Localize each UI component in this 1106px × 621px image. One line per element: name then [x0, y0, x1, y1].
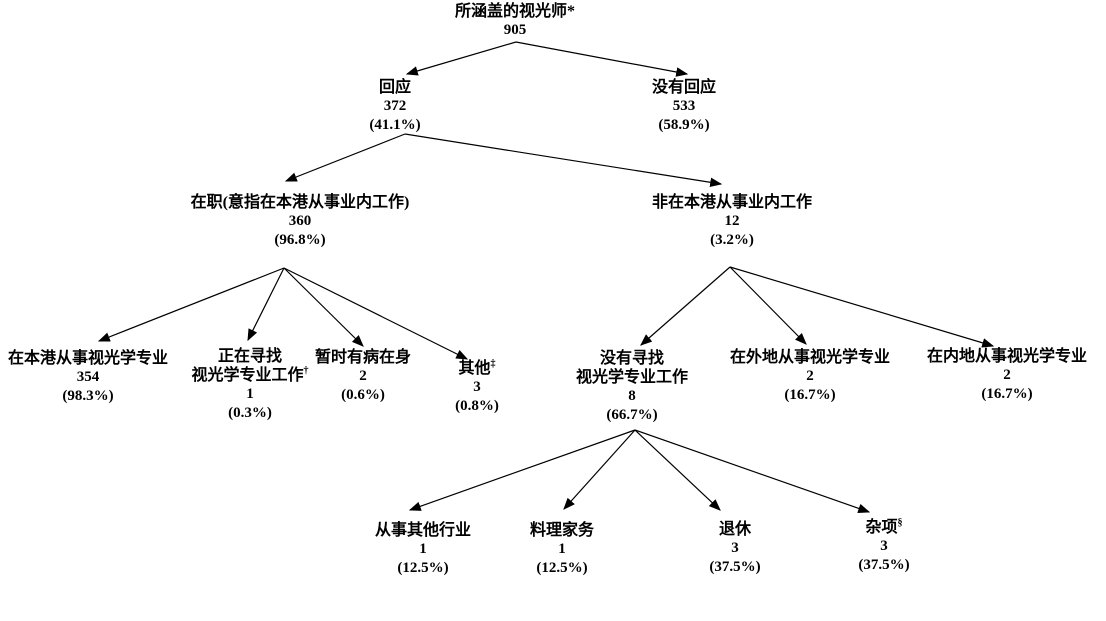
arrow-notseeking-to-other-industry: [408, 429, 636, 511]
node-housework-pct: (12.5%): [536, 560, 588, 576]
arrow-working-to-seeking: [247, 267, 285, 342]
arrow-notseeking-to-housework: [563, 429, 636, 510]
node-seeking-pct: (0.3%): [228, 405, 272, 421]
node-practising-hk-label: 在本港从事视光学专业: [7, 350, 168, 367]
node-others: 其他‡ 3 (0.8%): [427, 359, 527, 416]
arrow-working-to-sick: [283, 267, 364, 347]
node-housework-label: 料理家务: [529, 522, 594, 539]
node-no-response-label: 没有回应: [651, 79, 716, 96]
node-retired-count: 3: [731, 540, 739, 556]
node-working-label: 在职(意指在本港从事业内工作): [190, 194, 410, 211]
arrow-notseeking-to-retired: [634, 429, 721, 511]
arrow-working-to-practising-hk: [97, 267, 285, 342]
arrow-working-to-others: [283, 267, 469, 360]
node-sick-count: 2: [359, 368, 367, 384]
node-responded-pct: (41.1%): [369, 117, 421, 133]
section-symbol: §: [897, 517, 903, 529]
node-working: 在职(意指在本港从事业内工作) 360 (96.8%): [150, 193, 450, 250]
node-not-working-hk: 非在本港从事业内工作 12 (3.2%): [622, 193, 842, 250]
node-sick: 暂时有病在身 2 (0.6%): [298, 348, 428, 405]
node-no-response: 没有回应 533 (58.9%): [624, 78, 744, 135]
node-housework-count: 1: [558, 541, 566, 557]
node-retired-label: 退休: [718, 521, 751, 538]
arrow-responded-to-not-working: [404, 133, 723, 188]
arrow-notworking-to-not-seeking: [640, 266, 731, 346]
double-dagger-symbol: ‡: [490, 358, 496, 370]
node-total-count: 905: [503, 22, 527, 38]
node-working-count: 360: [288, 213, 312, 229]
node-seeking-label-line1: 正在寻找: [217, 348, 282, 365]
node-other-industry-count: 1: [419, 541, 427, 557]
node-not-working-hk-label: 非在本港从事业内工作: [651, 194, 812, 211]
node-practising-hk: 在本港从事视光学专业 354 (98.3%): [0, 349, 176, 406]
node-retired: 退休 3 (37.5%): [685, 520, 785, 577]
dagger-symbol: †: [303, 365, 309, 377]
node-other-industry-pct: (12.5%): [397, 560, 449, 576]
node-overseas: 在外地从事视光学专业 2 (16.7%): [720, 348, 900, 405]
node-sick-label: 暂时有病在身: [314, 349, 411, 366]
node-no-response-pct: (58.9%): [658, 117, 710, 133]
arrow-notseeking-to-misc: [634, 429, 871, 513]
node-overseas-label: 在外地从事视光学专业: [729, 349, 890, 366]
node-mainland-count: 2: [1003, 367, 1011, 383]
node-total-label: 所涵盖的视光师*: [454, 3, 575, 20]
node-others-label: 其他‡: [458, 358, 496, 377]
node-not-seeking: 没有寻找 视光学专业工作 8 (66.7%): [557, 349, 707, 425]
arrow-notworking-to-mainland: [729, 266, 995, 348]
node-other-industry: 从事其他行业 1 (12.5%): [358, 521, 488, 578]
node-misc: 杂项§ 3 (37.5%): [834, 518, 934, 575]
node-practising-hk-count: 354: [76, 369, 100, 385]
node-mainland-pct: (16.7%): [981, 386, 1033, 402]
node-not-seeking-label-line1: 没有寻找: [599, 350, 664, 367]
node-not-seeking-count: 8: [628, 388, 636, 404]
node-others-count: 3: [473, 379, 481, 395]
node-misc-count: 3: [880, 538, 888, 554]
node-sick-pct: (0.6%): [341, 387, 385, 403]
arrow-total-to-no-response: [515, 41, 689, 77]
node-responded-count: 372: [383, 98, 407, 114]
node-overseas-count: 2: [806, 368, 814, 384]
arrow-total-to-responded: [405, 41, 517, 76]
node-responded-label: 回应: [378, 79, 411, 96]
node-mainland-label: 在内地从事视光学专业: [926, 348, 1087, 365]
node-practising-hk-pct: (98.3%): [62, 388, 114, 404]
node-overseas-pct: (16.7%): [784, 387, 836, 403]
node-retired-pct: (37.5%): [709, 559, 761, 575]
node-mainland: 在内地从事视光学专业 2 (16.7%): [909, 347, 1105, 404]
node-seeking-label-line2: 视光学专业工作†: [191, 365, 309, 384]
arrow-responded-to-working: [284, 133, 406, 182]
node-others-pct: (0.8%): [455, 398, 499, 414]
arrow-notworking-to-overseas: [729, 266, 807, 345]
node-not-seeking-pct: (66.7%): [606, 407, 658, 423]
node-not-working-hk-pct: (3.2%): [710, 232, 754, 248]
node-working-pct: (96.8%): [274, 232, 326, 248]
node-housework: 料理家务 1 (12.5%): [507, 521, 617, 578]
node-seeking: 正在寻找 视光学专业工作† 1 (0.3%): [180, 347, 320, 423]
node-responded: 回应 372 (41.1%): [335, 78, 455, 135]
node-not-working-hk-count: 12: [724, 213, 740, 229]
node-seeking-count: 1: [246, 386, 254, 402]
node-not-seeking-label-line2: 视光学专业工作: [575, 369, 688, 386]
node-no-response-count: 533: [672, 98, 696, 114]
node-misc-label: 杂项§: [865, 517, 903, 536]
node-misc-pct: (37.5%): [858, 557, 910, 573]
node-total: 所涵盖的视光师* 905: [415, 2, 615, 40]
node-other-industry-label: 从事其他行业: [374, 522, 471, 539]
